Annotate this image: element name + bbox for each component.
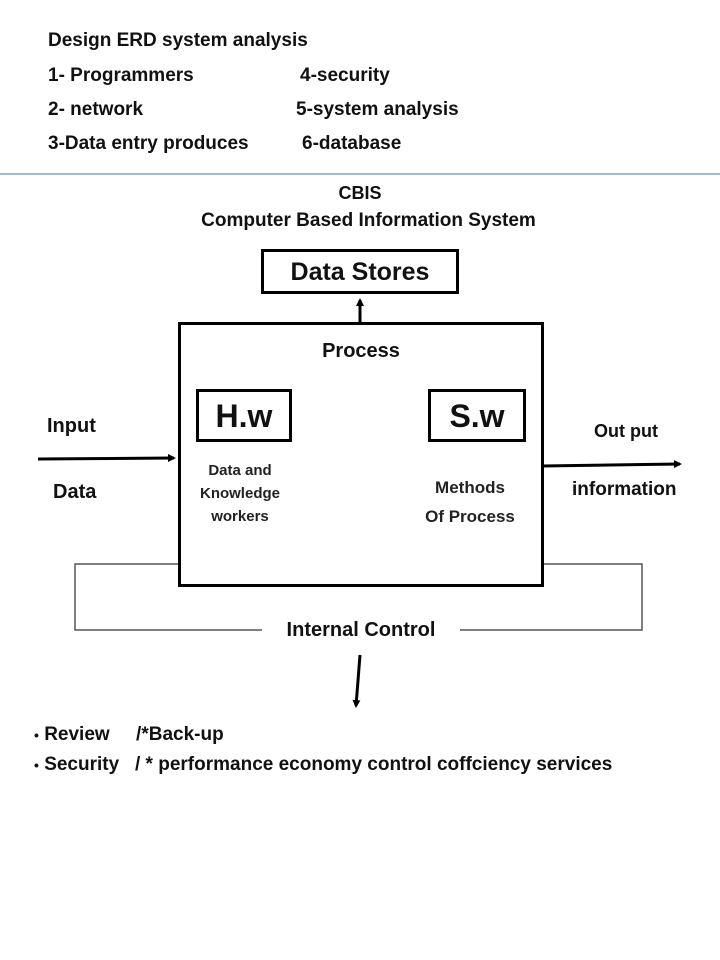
hardware-label: H.w bbox=[215, 398, 273, 434]
process-box bbox=[178, 322, 544, 587]
bullet-list: • Review /*Back-up • Security / * perfor… bbox=[34, 720, 612, 780]
data-stores-box: Data Stores bbox=[261, 249, 459, 294]
list-item-5: 5-system analysis bbox=[296, 99, 459, 120]
list-item-1: 1- Programmers bbox=[48, 65, 194, 86]
cbis-subtitle: Computer Based Information System bbox=[201, 210, 536, 231]
hardware-box: H.w bbox=[196, 389, 292, 442]
list-item-3: 3-Data entry produces bbox=[48, 133, 249, 154]
list-item-6: 6-database bbox=[302, 133, 402, 154]
internal-control-label: Internal Control bbox=[264, 619, 458, 642]
software-box: S.w bbox=[428, 389, 526, 442]
input-label: Input bbox=[47, 415, 96, 437]
hardware-caption: Data and Knowledge workers bbox=[199, 462, 280, 525]
list-item: • Security / * performance economy contr… bbox=[34, 754, 613, 775]
control-arrow bbox=[352, 654, 362, 708]
page-title: Design ERD system analysis bbox=[48, 30, 308, 51]
list-item: • Review /*Back-up bbox=[34, 724, 224, 745]
list-item-2: 2- network bbox=[48, 99, 144, 120]
input-data-label: Data bbox=[53, 481, 97, 503]
list-item-4: 4-security bbox=[300, 65, 390, 86]
software-caption: Methods Of Process bbox=[425, 478, 515, 526]
output-arrow bbox=[541, 460, 682, 469]
input-arrow bbox=[37, 454, 176, 463]
data-stores-label: Data Stores bbox=[290, 258, 430, 286]
feedback-loop-right bbox=[460, 563, 643, 631]
output-information-label: information bbox=[572, 479, 677, 500]
process-label: Process bbox=[322, 340, 400, 362]
cbis-title: CBIS bbox=[338, 183, 382, 203]
software-label: S.w bbox=[449, 398, 505, 434]
feedback-loop-left bbox=[74, 563, 262, 631]
output-label: Out put bbox=[594, 421, 658, 441]
